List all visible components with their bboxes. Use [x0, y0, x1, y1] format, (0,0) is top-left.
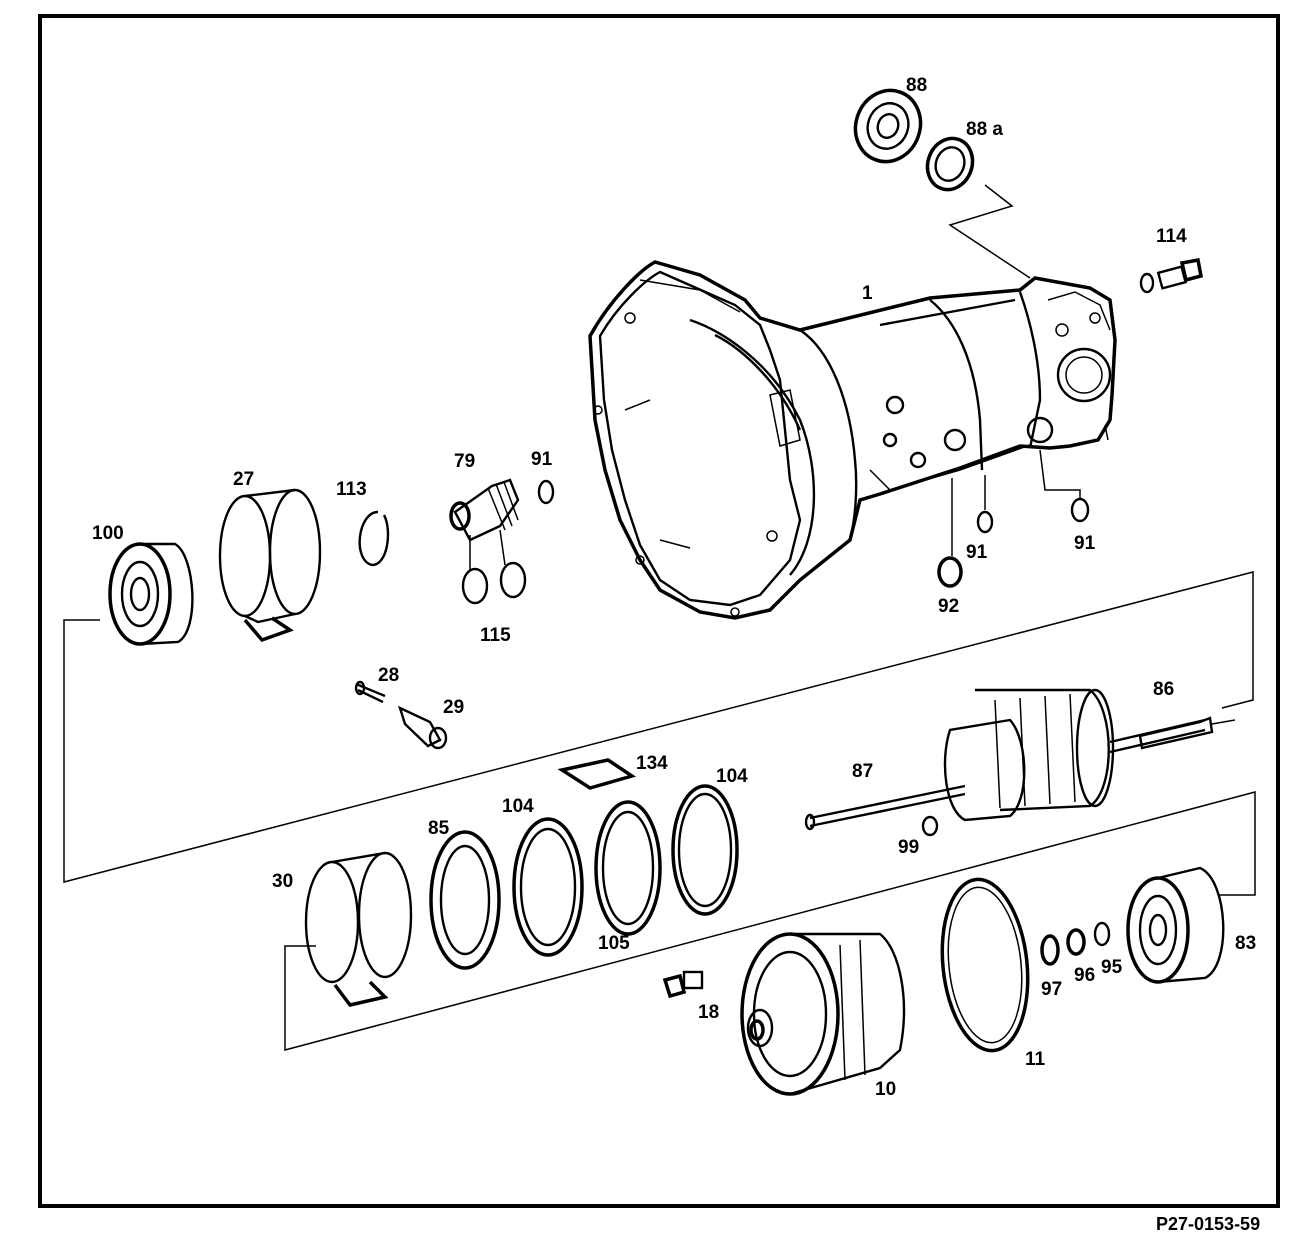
- diagram-frame: [38, 14, 1280, 1208]
- part-label-91-right: 91: [1074, 533, 1096, 554]
- bearing-100-drawing: [108, 542, 194, 646]
- leader-88a: [948, 184, 1031, 279]
- plate-134-drawing: [557, 758, 637, 790]
- ring-85-drawing: [429, 830, 501, 970]
- ring-104-right-drawing: [671, 784, 739, 916]
- washer-91-top-drawing: [537, 479, 555, 505]
- group-frame-lower: [284, 791, 1256, 1051]
- part-label-104-left: 104: [502, 796, 534, 817]
- part-label-104-right: 104: [716, 766, 748, 787]
- washer-91-right-drawing: [1070, 497, 1090, 523]
- part-label-115: 115: [480, 625, 511, 646]
- part-label-18: 18: [698, 1002, 720, 1023]
- part-label-88: 88: [906, 75, 928, 96]
- part-95-drawing: [1093, 921, 1111, 947]
- bolt-114-drawing: [1139, 257, 1204, 294]
- seal-88a-drawing: [925, 136, 975, 192]
- part-label-11: 11: [1025, 1049, 1046, 1070]
- bearing-83-drawing: [1126, 866, 1225, 984]
- nut-92-drawing: [937, 556, 963, 588]
- part-label-86: 86: [1153, 679, 1175, 700]
- ring-99-drawing: [921, 815, 939, 837]
- transmission-housing-drawing: [588, 260, 1117, 620]
- part-label-99: 99: [898, 837, 920, 858]
- group-frame-upper: [63, 571, 1254, 883]
- bearing-88-drawing: [853, 88, 923, 164]
- part-label-88a: 88 a: [966, 119, 1003, 140]
- ring-104-left-drawing: [512, 817, 584, 957]
- part-label-29: 29: [443, 697, 465, 718]
- part-label-1: 1: [862, 283, 873, 304]
- part-label-28: 28: [378, 665, 400, 686]
- part-label-100: 100: [92, 523, 124, 544]
- washer-91-mid-drawing: [976, 510, 994, 534]
- part-label-113: 113: [336, 479, 367, 500]
- part-label-83: 83: [1235, 933, 1257, 954]
- part-label-96: 96: [1074, 965, 1096, 986]
- band-27-drawing: [218, 488, 322, 643]
- clutch-assembly-86-drawing: [804, 688, 1236, 831]
- part-label-79: 79: [454, 451, 476, 472]
- leader-91-right: [1039, 449, 1081, 500]
- part-label-30: 30: [272, 871, 294, 892]
- figure-reference-code: P27-0153-59: [1156, 1214, 1261, 1234]
- part-label-10: 10: [875, 1079, 897, 1100]
- part-label-87: 87: [852, 761, 874, 782]
- part-label-105: 105: [598, 933, 630, 954]
- part-label-91-top: 91: [531, 449, 553, 470]
- part-96-drawing: [1066, 928, 1086, 956]
- bolt-28-drawing: [354, 680, 386, 704]
- bolt-18-drawing: [662, 970, 704, 999]
- part-label-85: 85: [428, 818, 450, 839]
- part-label-27: 27: [233, 469, 255, 490]
- piston-79-drawing: [449, 478, 527, 605]
- pump-10-drawing: [740, 932, 906, 1096]
- part-label-92: 92: [938, 596, 960, 617]
- snap-ring-113-drawing: [358, 510, 390, 567]
- part-label-95: 95: [1101, 957, 1123, 978]
- band-30-drawing: [304, 851, 413, 1007]
- disc-105-drawing: [594, 800, 662, 936]
- part-97-drawing: [1040, 934, 1060, 966]
- part-label-97: 97: [1041, 979, 1063, 1000]
- part-label-134: 134: [636, 753, 668, 774]
- part-label-114: 114: [1156, 226, 1187, 247]
- gasket-11-drawing: [940, 877, 1030, 1053]
- valve-29-drawing: [398, 705, 448, 750]
- part-label-91-mid: 91: [966, 542, 988, 563]
